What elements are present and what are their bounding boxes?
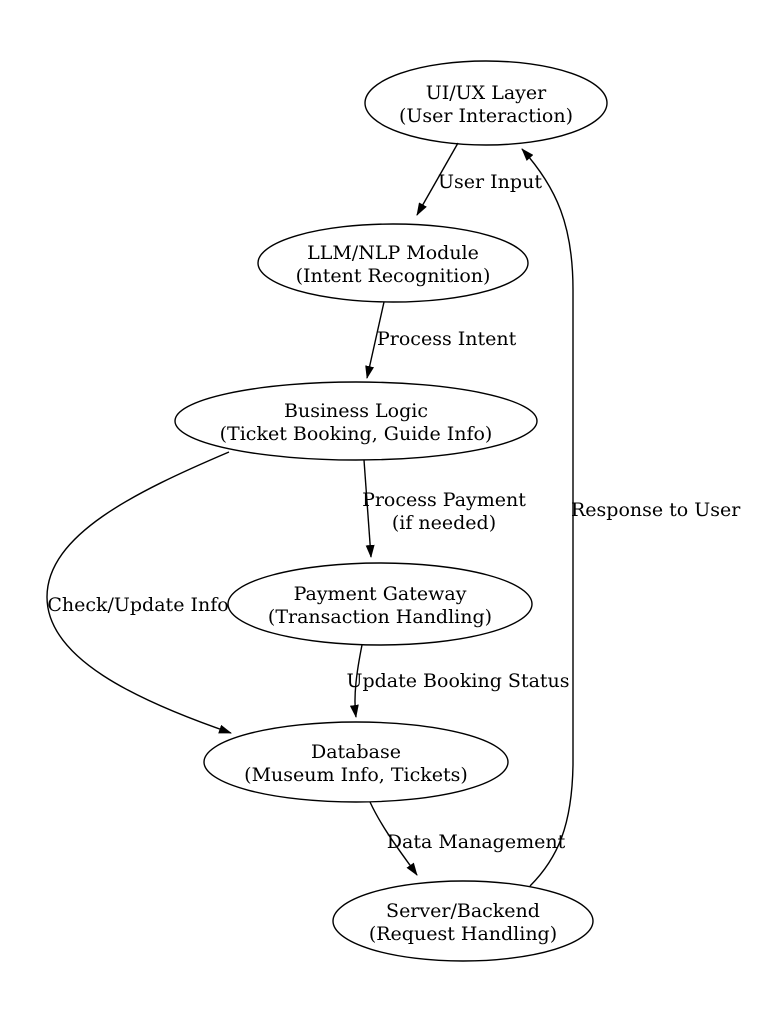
edge-process-payment: Process Payment (if needed) [362,459,526,558]
node-payment-gateway-title: Payment Gateway [294,583,467,605]
node-server-backend: Server/Backend (Request Handling) [332,880,594,962]
edge-response-to-user: Response to User [521,148,741,887]
node-payment-gateway-shape [227,562,533,646]
node-llm-nlp-module-title: LLM/NLP Module [307,242,479,264]
node-llm-nlp-module: LLM/NLP Module (Intent Recognition) [257,223,529,303]
node-payment-gateway-subtitle: (Transaction Handling) [268,606,492,628]
node-llm-nlp-module-shape [257,223,529,303]
node-uiux-layer-shape [364,60,608,146]
edge-update-booking-status: Update Booking Status [346,644,570,718]
edge-label-process-payment-line2: (if needed) [392,512,496,534]
node-database-subtitle: (Museum Info, Tickets) [244,764,468,786]
edge-label-response-to-user: Response to User [571,499,741,521]
edge-label-process-intent: Process Intent [377,328,517,350]
node-business-logic-title: Business Logic [284,400,428,422]
edge-response-to-user-line [521,148,574,887]
edge-label-update-booking-status: Update Booking Status [346,670,569,692]
node-llm-nlp-module-subtitle: (Intent Recognition) [296,265,491,287]
node-business-logic-shape [174,381,538,461]
edge-check-update-info: Check/Update Info [46,451,232,734]
node-uiux-layer-title: UI/UX Layer [426,82,547,104]
node-uiux-layer-subtitle: (User Interaction) [399,105,573,127]
edge-user-input: User Input [416,142,542,216]
edge-data-management-line [369,801,418,876]
node-database-shape [203,721,509,803]
node-business-logic-subtitle: (Ticket Booking, Guide Info) [220,423,493,445]
node-payment-gateway: Payment Gateway (Transaction Handling) [227,562,533,646]
node-server-backend-title: Server/Backend [386,900,540,922]
node-uiux-layer: UI/UX Layer (User Interaction) [364,60,608,146]
edge-process-intent-line [365,301,385,379]
edge-check-update-info-line [46,451,232,734]
edge-label-process-payment: Process Payment [362,489,526,511]
node-business-logic: Business Logic (Ticket Booking, Guide In… [174,381,538,461]
edge-process-intent: Process Intent [365,301,517,379]
node-server-backend-subtitle: (Request Handling) [369,923,557,945]
edge-process-payment-line [363,459,375,558]
edge-update-booking-status-line [349,644,363,718]
edge-user-input-line [416,142,459,216]
node-server-backend-shape [332,880,594,962]
edge-data-management: Data Management [369,801,566,876]
edge-label-data-management: Data Management [387,831,566,853]
node-database-title: Database [311,741,401,763]
node-database: Database (Museum Info, Tickets) [203,721,509,803]
edge-label-user-input: User Input [438,171,542,193]
edge-label-check-update-info: Check/Update Info [47,594,228,616]
